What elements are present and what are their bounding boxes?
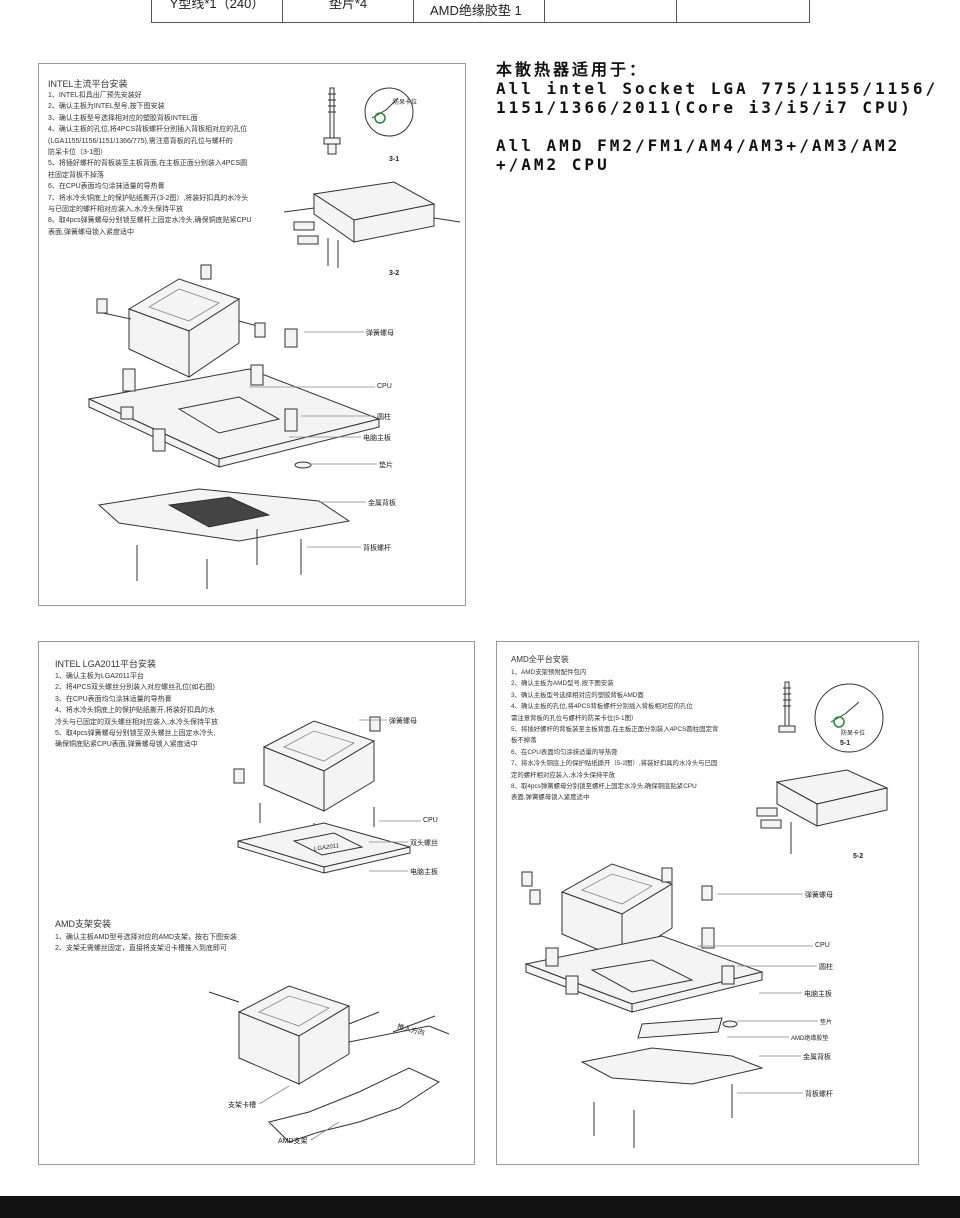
figure-number: 5-2 [853,853,864,860]
table-cell: 垫片*4 [283,0,414,22]
callout-label: 电脑主板 [363,435,391,442]
callout-label: 垫片 [379,462,393,469]
callout-label: 支架卡槽 [228,1102,256,1109]
callout-label: 金属背板 [803,1054,831,1061]
table-cell: AMD绝缘胶垫 1 [414,0,545,22]
panel-title: INTEL主流平台安装 [48,79,128,89]
callout-label: 背板螺杆 [805,1091,833,1098]
amd-exploded-diagram [521,863,764,1148]
stopper-label: 防呆卡位 [393,100,418,106]
accessory-table: Y型线*1（240） 垫片*4 AMD绝缘胶垫 1 [151,0,810,23]
backplate-bolt-diagram [778,681,884,753]
compat-line: 本散热器适用于： [496,60,649,79]
figure-number: 3-2 [389,270,400,277]
table-cell [545,0,677,22]
leader-lines [258,719,421,1141]
callout-label: 双头螺丝 [410,840,438,847]
stopper-label: 防呆卡位 [841,731,866,737]
figure-number: 5-1 [840,740,851,747]
compat-line: 1151/1366/2011(Core i3/i5/i7 CPU) [496,98,913,117]
callout-label: 电脑主板 [804,991,832,998]
backplate-bolt-diagram [323,87,414,155]
callout-label: 弹簧螺母 [805,892,833,899]
callout-label: AMD支架 [278,1138,308,1145]
callout-label: CPU [377,383,392,390]
callout-label: AMD绝缘胶垫 [791,1036,829,1042]
callout-label: CPU [423,817,438,824]
compat-line: +/AM2 CPU [496,155,610,174]
callout-label: 圆柱 [377,414,391,421]
compat-line: All intel Socket LGA 775/1155/1156/ [496,79,939,98]
panel-subtitle: AMD支架安装 [55,919,111,929]
callout-label: CPU [815,942,830,949]
amd-bracket-diagram [208,985,450,1143]
callout-label: 垫片 [820,1020,833,1026]
callout-label: 金属背板 [368,500,396,507]
leader-lines [697,893,818,1094]
footer-bar [0,1196,960,1218]
callout-label: 背板螺杆 [363,545,391,552]
panel-title: INTEL LGA2011平台安装 [55,659,157,669]
table-cell [677,0,808,22]
intel-exploded-diagram [87,264,381,589]
callout-label: 电脑主板 [410,869,438,876]
callout-label: 圆柱 [819,964,833,971]
figure-number: 3-1 [389,156,400,163]
lga2011-exploded-diagram [233,716,411,874]
callout-label: 弹簧螺母 [366,330,394,337]
water-block-diagram [756,769,889,854]
compat-line: All AMD FM2/FM1/AM4/AM3+/AM3/AM2 [496,136,901,155]
table-cell: Y型线*1（240） [152,0,283,22]
water-block-diagram [283,181,461,268]
leader-lines [249,331,377,548]
panel-title: AMD全平台安装 [511,655,569,664]
compatibility-heading: 本散热器适用于： All intel Socket LGA 775/1155/1… [496,60,938,174]
callout-label: 弹簧螺母 [389,718,417,725]
